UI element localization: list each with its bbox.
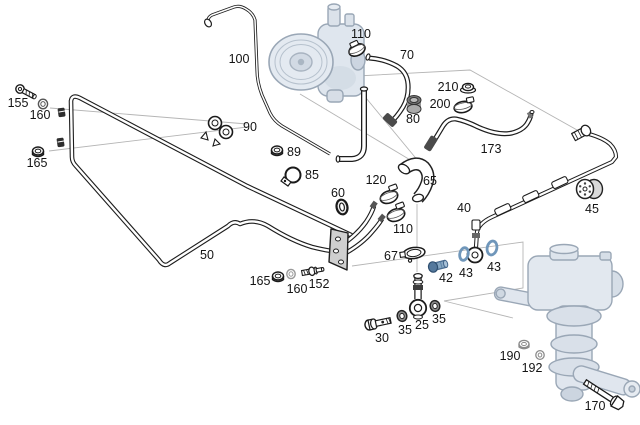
suction-pipe — [335, 86, 369, 163]
nut-165-top — [31, 146, 45, 158]
callout-170: 170 — [585, 399, 606, 413]
callout-160-bottom: 160 — [287, 282, 308, 296]
washer-192 — [535, 349, 545, 361]
cooling-pipe-50 — [56, 94, 354, 268]
seal-35-left — [396, 309, 408, 323]
callout-155: 155 — [8, 96, 29, 110]
flange-nut-210 — [459, 82, 477, 94]
callout-90: 90 — [243, 120, 257, 134]
callout-70: 70 — [400, 48, 414, 62]
nut-165-bottom — [271, 271, 285, 283]
callout-labels: 155 160 165 100 110 70 90 89 85 80 210 2… — [8, 27, 606, 413]
callout-60: 60 — [331, 186, 345, 200]
plug-42 — [427, 259, 449, 273]
bolt-170 — [582, 378, 625, 411]
callout-40: 40 — [457, 201, 471, 215]
callout-80: 80 — [406, 112, 420, 126]
callout-160: 160 — [30, 108, 51, 122]
pressure-pipe-40 — [466, 124, 619, 264]
callout-120: 120 — [366, 173, 387, 187]
banjo-fitting-25 — [408, 272, 428, 320]
callout-30: 30 — [375, 331, 389, 345]
return-pipe-assembly — [328, 200, 386, 271]
pipe-clip — [56, 137, 65, 148]
screw-155 — [15, 84, 37, 100]
callout-65: 65 — [423, 174, 437, 188]
callout-210: 210 — [438, 80, 459, 94]
seal-35-right — [429, 299, 441, 313]
hose-clamp-110-mid — [386, 201, 406, 223]
callout-35-left: 35 — [398, 323, 412, 337]
pump-pulley — [268, 33, 334, 91]
callout-35-right: 35 — [432, 312, 446, 326]
callout-165: 165 — [27, 156, 48, 170]
callout-173: 173 — [481, 142, 502, 156]
hose-clamp-110-top — [348, 39, 366, 57]
hose-clamp-120 — [379, 183, 399, 205]
pipe-clamp-67 — [399, 246, 426, 263]
callout-110-mid: 110 — [393, 222, 413, 236]
washer-160-top — [37, 98, 49, 110]
o-ring-43-right — [485, 239, 499, 257]
hose-70 — [365, 53, 411, 127]
callout-42: 42 — [439, 271, 453, 285]
grommet-60 — [335, 198, 349, 216]
callout-200: 200 — [430, 97, 451, 111]
callout-43-right: 43 — [487, 260, 501, 274]
steering-gear — [493, 243, 640, 402]
spring-clip-90 — [200, 115, 234, 147]
callout-110-top: 110 — [351, 27, 371, 41]
callout-100: 100 — [229, 52, 250, 66]
nut-190 — [518, 339, 530, 350]
callout-85: 85 — [305, 168, 319, 182]
callout-50: 50 — [200, 248, 214, 262]
pipe-40-fitting — [571, 124, 592, 142]
callout-67: 67 — [384, 249, 398, 263]
oil-pipe-100 — [203, 4, 331, 156]
pipe-bracket — [328, 228, 349, 271]
callout-43-left: 43 — [459, 266, 473, 280]
o-ring-43-left — [458, 246, 470, 262]
callout-190: 190 — [500, 349, 521, 363]
callout-192: 192 — [522, 361, 543, 375]
damper-45 — [575, 178, 604, 200]
cushion-clamp-85 — [280, 166, 302, 187]
screw-fitting-152 — [300, 266, 325, 277]
callout-89: 89 — [287, 145, 301, 159]
callout-152: 152 — [309, 277, 330, 291]
nut-89 — [270, 145, 284, 157]
clamp-200 — [453, 96, 475, 114]
callout-45: 45 — [585, 202, 599, 216]
washer-160-bottom — [286, 268, 296, 280]
elbow-hose-65 — [397, 157, 435, 203]
banjo-bolt-30 — [364, 316, 392, 331]
hose-173 — [424, 110, 535, 152]
callout-25: 25 — [415, 318, 429, 332]
connector-80 — [406, 95, 422, 114]
callout-165-bottom: 165 — [250, 274, 271, 288]
pipe-clip — [57, 107, 66, 118]
